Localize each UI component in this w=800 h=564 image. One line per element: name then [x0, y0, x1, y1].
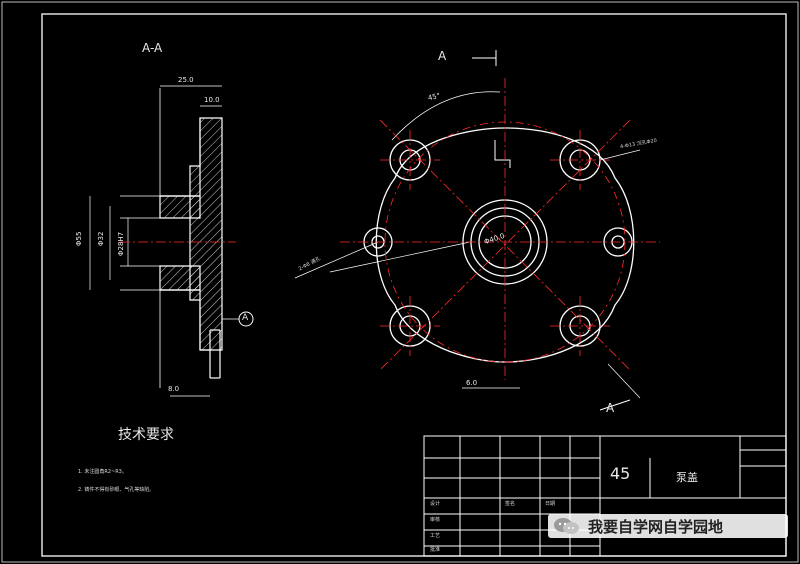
hub-outline: [160, 118, 201, 350]
datum-label: A: [242, 313, 249, 323]
dim-overall-width-label: 25.0: [178, 76, 194, 84]
wechat-icon: [554, 518, 579, 534]
title-row-2: 审核: [430, 517, 441, 523]
dim-outer-dia-label: Φ55: [75, 231, 83, 246]
tech-requirement-1: 1. 未注圆角R2~R3。: [78, 469, 127, 475]
key-width-label: 6.0: [466, 379, 478, 387]
inner-border: [41, 13, 787, 557]
dim-bore-label: Φ28H7: [117, 231, 125, 256]
title-row-3: 工艺: [430, 533, 441, 539]
hub-section-bottom: [159, 265, 201, 291]
hub-section-top: [159, 195, 201, 219]
dim-inner-dia-label: Φ32: [97, 231, 105, 246]
tech-requirement-2: 2. 铸件不得有砂眼、气孔等缺陷。: [78, 487, 155, 493]
view-arrow-top-label: A: [438, 49, 447, 63]
dim-flange-label: 10.0: [204, 96, 220, 104]
section-view: [89, 85, 254, 397]
flange-section: [189, 117, 223, 351]
watermark-text: 我要自学网自学园地: [588, 518, 724, 536]
title-row-4: 批准: [430, 547, 441, 553]
material-label: 45: [610, 464, 631, 483]
title-block: [423, 435, 787, 557]
title-col-2: 日期: [545, 501, 556, 507]
angle-arc: [391, 91, 501, 141]
watermark-banner: [548, 514, 788, 538]
section-label: A-A: [142, 41, 163, 55]
tech-requirements-title: 技术要求: [118, 427, 174, 443]
title-col-1: 签名: [505, 501, 516, 507]
front-view: [294, 50, 641, 411]
dim-base-label: 8.0: [168, 385, 180, 393]
front-view-centerlines: [340, 78, 660, 380]
title-row-1: 设计: [430, 501, 441, 507]
part-name-label: 泵盖: [676, 471, 698, 484]
view-arrow-bottom-label: A: [606, 401, 615, 415]
